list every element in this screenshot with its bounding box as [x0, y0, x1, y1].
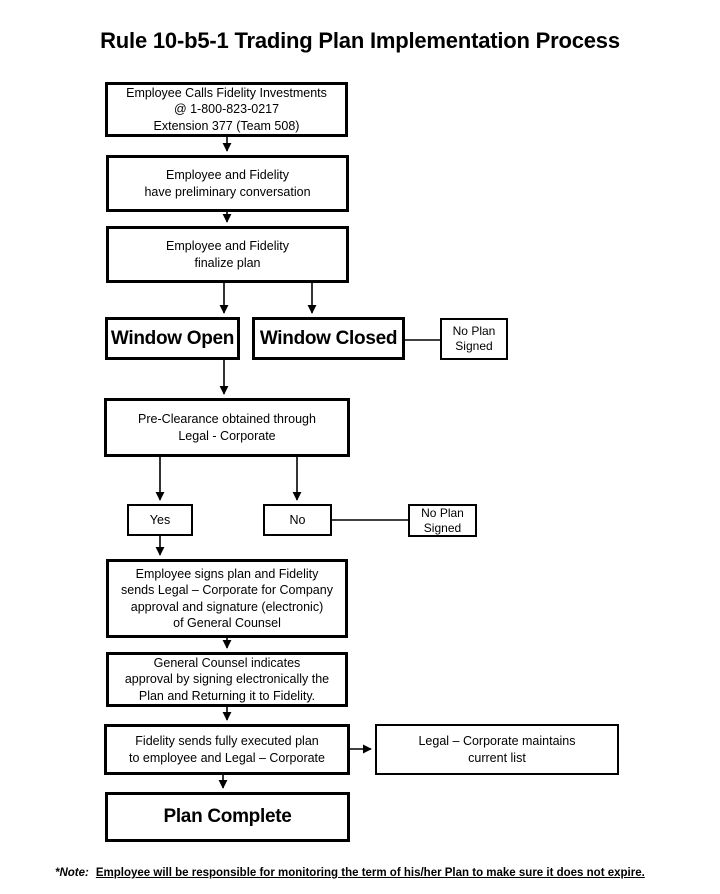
- footnote: *Note: Employee will be responsible for m…: [55, 867, 645, 879]
- flow-box-plan-complete: Plan Complete: [105, 792, 350, 842]
- flow-box-call-fidelity: Employee Calls Fidelity Investments @ 1-…: [105, 82, 348, 137]
- page-title: Rule 10-b5-1 Trading Plan Implementation…: [100, 28, 620, 53]
- flow-box-pre-clearance: Pre-Clearance obtained through Legal - C…: [104, 398, 350, 457]
- footnote-text: Employee will be responsible for monitor…: [95, 867, 645, 879]
- flow-box-window-open: Window Open: [105, 317, 240, 360]
- flow-box-fidelity-sends-plan: Fidelity sends fully executed plan to em…: [104, 724, 350, 775]
- flow-box-employee-signs-plan: Employee signs plan and Fidelity sends L…: [106, 559, 348, 638]
- flow-box-no: No: [263, 504, 332, 536]
- flow-box-finalize-plan: Employee and Fidelity finalize plan: [106, 226, 349, 283]
- flow-box-window-closed: Window Closed: [252, 317, 405, 360]
- flow-box-no-plan-signed-1: No Plan Signed: [440, 318, 508, 360]
- flow-box-legal-maintains-list: Legal – Corporate maintains current list: [375, 724, 619, 775]
- footnote-prefix: *Note:: [55, 867, 89, 879]
- flow-box-general-counsel-approval: General Counsel indicates approval by si…: [106, 652, 348, 707]
- flow-box-preliminary-conversation: Employee and Fidelity have preliminary c…: [106, 155, 349, 212]
- flow-box-yes: Yes: [127, 504, 193, 536]
- flow-box-no-plan-signed-2: No Plan Signed: [408, 504, 477, 537]
